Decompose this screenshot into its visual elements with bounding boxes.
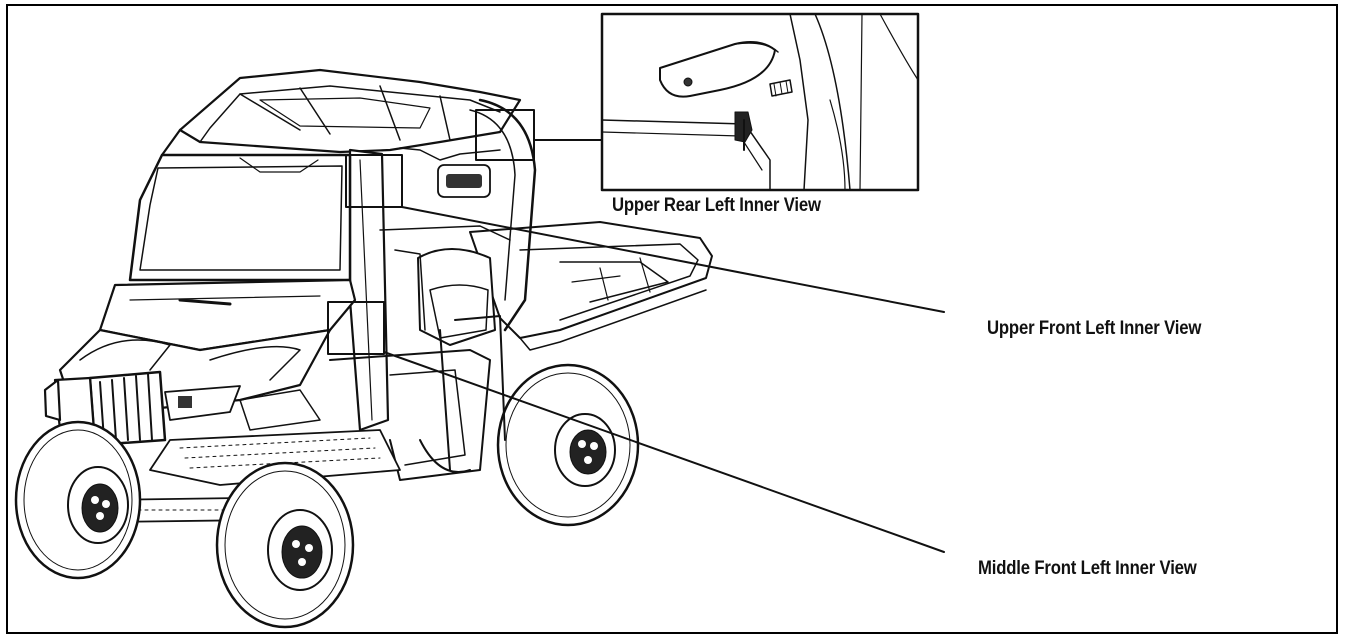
cab-frame	[43, 68, 537, 523]
cargo-bed	[469, 221, 713, 351]
front-left-wheel	[14, 420, 142, 580]
callout-box-middle-front	[327, 301, 385, 355]
callout-box-upper-rear	[475, 109, 535, 161]
leader-line-middle-front	[383, 351, 945, 553]
rear-right-wheel	[496, 363, 640, 527]
caption-middle-front-left: Middle Front Left Inner View	[978, 558, 1197, 579]
caption-upper-rear-left: Upper Rear Left Inner View	[612, 195, 821, 216]
inset-upper-rear-left	[600, 12, 920, 192]
callout-box-upper-front	[345, 154, 403, 208]
leader-line-upper-front	[401, 206, 945, 313]
front-right-wheel	[215, 461, 355, 629]
caption-upper-front-left: Upper Front Left Inner View	[987, 318, 1202, 339]
